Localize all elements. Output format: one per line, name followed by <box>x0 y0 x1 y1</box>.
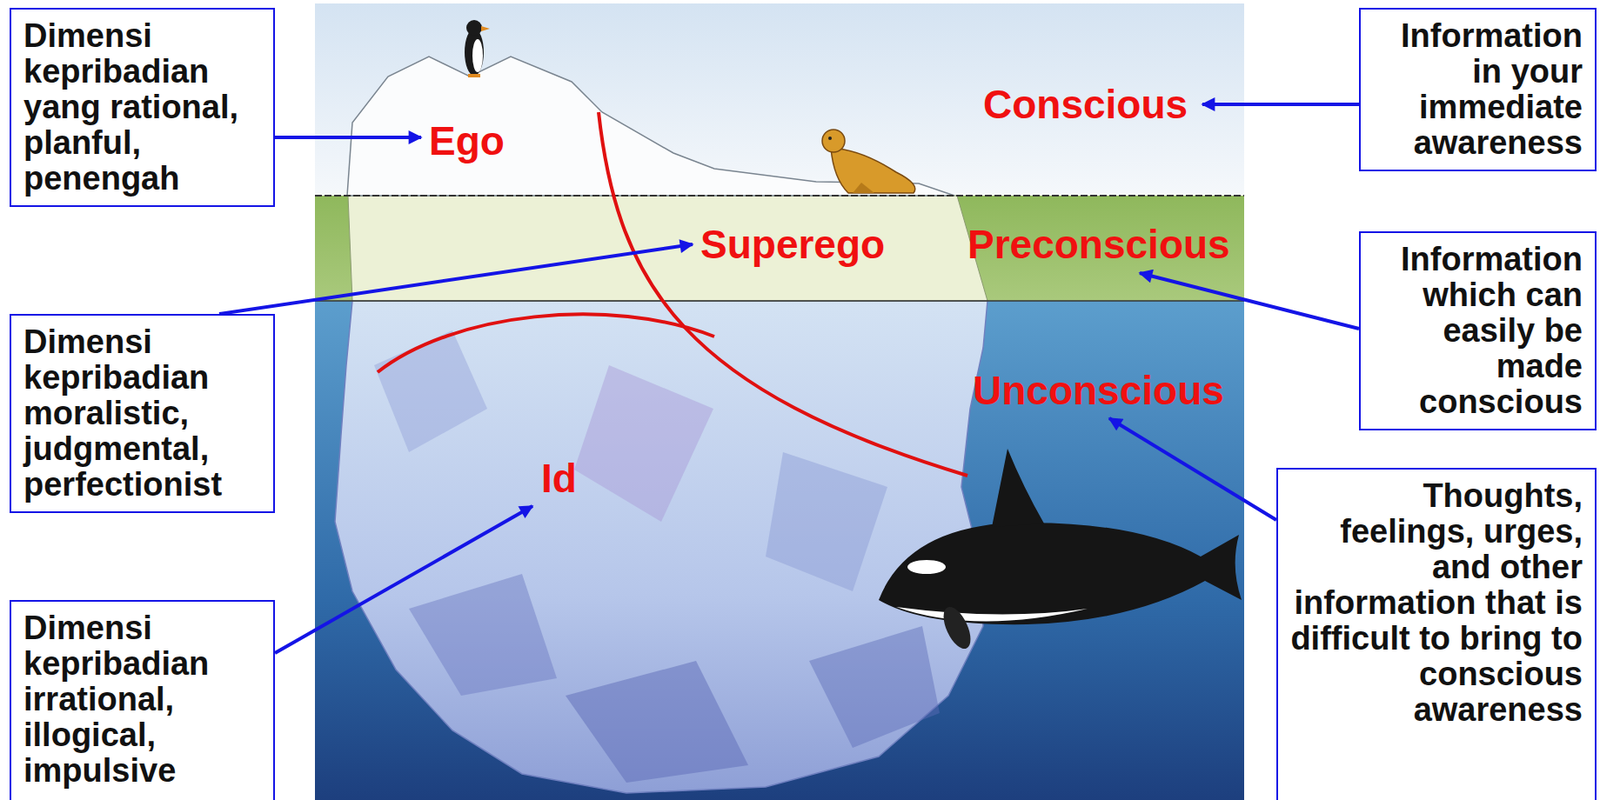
leader-arrow <box>1202 102 1359 107</box>
ice-facet <box>765 452 888 592</box>
ice-facet <box>374 330 488 453</box>
description-box: Dimensi kepribadian yang rational, planf… <box>9 7 275 208</box>
seal-body <box>830 147 916 194</box>
ice-facet <box>565 661 749 784</box>
orca-eye-patch <box>907 560 946 575</box>
region-label: Conscious <box>983 81 1188 128</box>
leader-arrow <box>219 244 693 315</box>
sky <box>314 3 1245 196</box>
iceberg-tip <box>347 56 955 196</box>
shallow-water <box>314 195 1245 302</box>
penguin-feet <box>468 73 481 78</box>
orca-belly <box>896 607 1088 623</box>
penguin-head <box>466 20 483 36</box>
leader-arrow <box>1109 418 1277 521</box>
orca-fin <box>991 448 1045 528</box>
box-text: Information in your immediate awareness <box>1372 18 1583 161</box>
ice-facet <box>408 574 557 697</box>
penguin-body <box>464 28 484 76</box>
description-box: Information which can easily be made con… <box>1358 231 1597 431</box>
description-box: Dimensi kepribadian irrational, illogica… <box>9 600 275 800</box>
region-label: Superego <box>700 221 885 268</box>
division-line <box>598 112 968 476</box>
penguin-belly <box>472 39 483 73</box>
region-label: Id <box>541 455 577 502</box>
layer-line <box>314 300 1245 302</box>
penguin <box>464 20 490 78</box>
region-label: Ego <box>428 118 505 164</box>
seal-flipper <box>852 182 875 194</box>
water-line <box>314 194 1245 197</box>
seal-head <box>822 129 845 153</box>
box-text: Dimensi kepribadian irrational, illogica… <box>23 610 262 790</box>
seal <box>822 129 916 194</box>
leader-arrow <box>274 135 422 140</box>
leader-arrow <box>274 506 533 654</box>
leader-arrow <box>1139 273 1359 329</box>
seal-eye <box>828 136 832 141</box>
box-text: Thoughts, feelings, urges, and other inf… <box>1290 478 1583 729</box>
description-box: Thoughts, feelings, urges, and other inf… <box>1276 468 1597 800</box>
orca <box>878 448 1242 654</box>
box-text: Information which can easily be made con… <box>1372 241 1583 421</box>
region-label: Unconscious <box>972 368 1225 414</box>
orca-flipper <box>937 602 977 653</box>
description-box: Dimensi kepribadian moralistic, judgment… <box>9 314 275 514</box>
box-text: Dimensi kepribadian moralistic, judgment… <box>23 324 262 503</box>
ice-facet <box>809 626 940 749</box>
region-label: Preconscious <box>967 221 1231 268</box>
description-box: Information in your immediate awareness <box>1358 7 1597 172</box>
box-text: Dimensi kepribadian yang rational, planf… <box>23 18 262 197</box>
ice-facet <box>574 365 714 523</box>
iceberg-underwater <box>334 301 988 794</box>
division-line <box>377 314 715 373</box>
penguin-beak <box>481 26 490 32</box>
orca-body <box>878 522 1242 625</box>
